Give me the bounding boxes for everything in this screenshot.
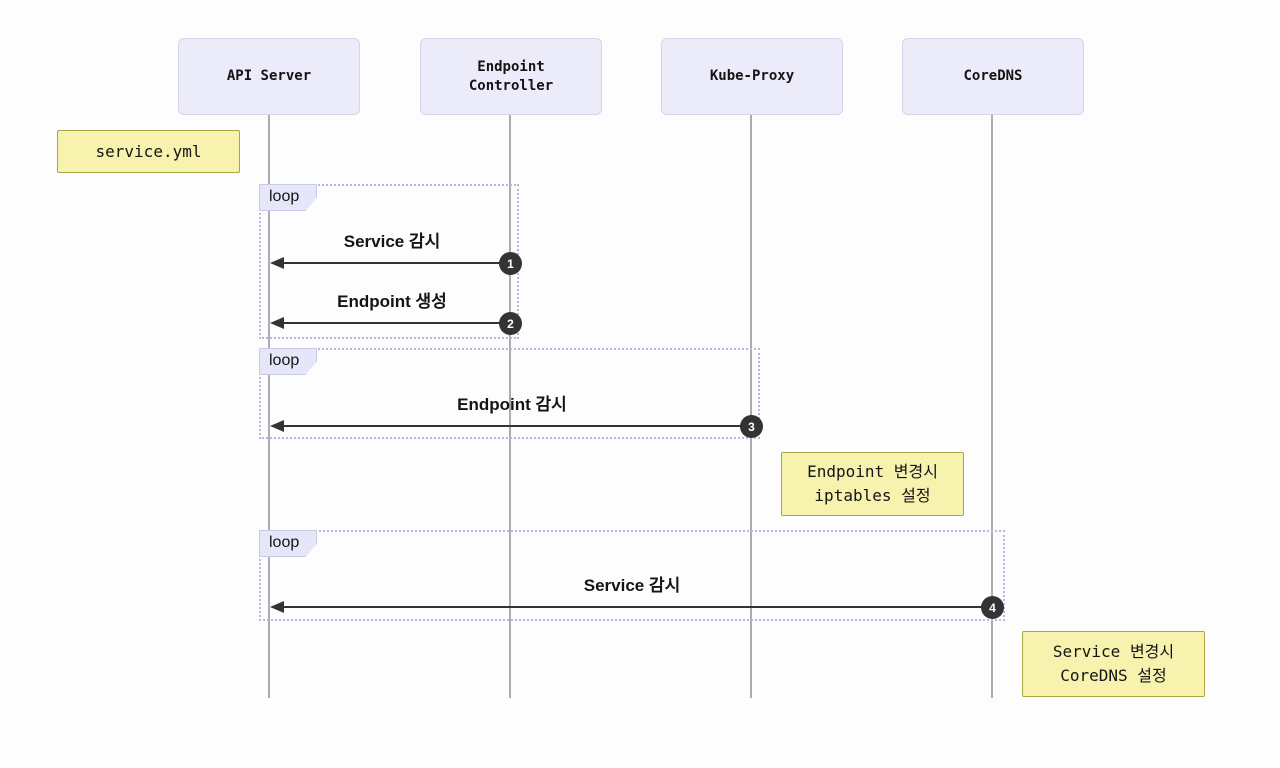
message-4-line bbox=[276, 606, 992, 608]
message-1-line bbox=[276, 262, 510, 264]
lifeline-endpoint-controller bbox=[509, 115, 511, 698]
lifeline-api-server bbox=[268, 115, 270, 698]
message-2-label: Endpoint 생성 bbox=[337, 292, 447, 311]
loop-label-1: loop bbox=[259, 184, 317, 211]
message-1-label: Service 감시 bbox=[343, 232, 441, 251]
participant-kube-proxy: Kube-Proxy bbox=[661, 38, 843, 115]
message-3-label: Endpoint 감시 bbox=[457, 395, 567, 414]
note-iptables: Endpoint 변경시 iptables 설정 bbox=[781, 452, 964, 516]
loop-label-2: loop bbox=[259, 348, 317, 375]
loop-frame-2: loop bbox=[259, 348, 760, 439]
lifeline-coredns bbox=[991, 115, 993, 698]
message-3-number: 3 bbox=[740, 415, 763, 438]
message-2-number: 2 bbox=[499, 312, 522, 335]
note-coredns-config: Service 변경시 CoreDNS 설정 bbox=[1022, 631, 1205, 697]
message-4-number: 4 bbox=[981, 596, 1004, 619]
message-3-line bbox=[276, 425, 751, 427]
message-1-number: 1 bbox=[499, 252, 522, 275]
lifeline-kube-proxy bbox=[750, 115, 752, 698]
loop-label-3: loop bbox=[259, 530, 317, 557]
participant-api-server: API Server bbox=[178, 38, 360, 115]
note-service-yml: service.yml bbox=[57, 130, 240, 173]
participant-endpoint-controller: Endpoint Controller bbox=[420, 38, 602, 115]
message-2-line bbox=[276, 322, 510, 324]
loop-frame-3: loop bbox=[259, 530, 1005, 621]
message-4-label: Service 감시 bbox=[583, 576, 681, 595]
participant-coredns: CoreDNS bbox=[902, 38, 1084, 115]
